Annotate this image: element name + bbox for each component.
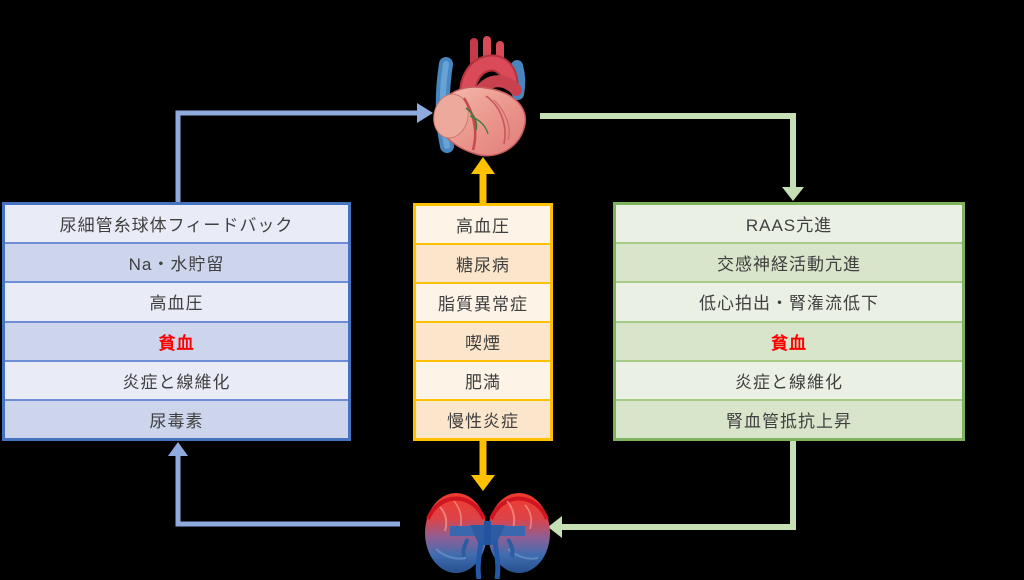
arrow-rightbox-to-kidneys <box>548 441 796 538</box>
list-item-label: 脂質異常症 <box>438 295 528 314</box>
renal-effects-box: 尿細管糸球体フィードバック Na・水貯留 高血圧 貧血 炎症と線維化 尿毒素 <box>2 202 351 441</box>
list-item-label: 喫煙 <box>465 334 501 353</box>
arrow-riskfactors-to-heart <box>471 157 495 203</box>
list-item: 貧血 <box>616 320 962 360</box>
list-item-label: 肥満 <box>465 373 501 392</box>
list-item-label: 高血圧 <box>149 294 204 314</box>
arrow-leftbox-to-heart <box>175 103 433 202</box>
list-item: 交感神経活動亢進 <box>616 242 962 282</box>
list-item-label: 貧血 <box>771 333 807 353</box>
list-item-label: 交感神経活動亢進 <box>717 255 861 275</box>
list-item-label: 腎血管抵抗上昇 <box>726 411 852 431</box>
list-item: 低心拍出・腎潅流低下 <box>616 281 962 321</box>
kidneys-icon <box>425 493 550 580</box>
list-item-label: 尿毒素 <box>149 411 204 431</box>
list-item-label: 低心拍出・腎潅流低下 <box>699 294 879 314</box>
list-item-label: 炎症と線維化 <box>122 372 231 392</box>
arrow-riskfactors-to-kidneys <box>471 441 495 491</box>
list-item: 炎症と線維化 <box>616 359 962 399</box>
arrow-kidneys-to-leftbox <box>168 442 400 527</box>
list-item: RAAS亢進 <box>616 205 962 243</box>
list-item: 脂質異常症 <box>416 282 550 321</box>
list-item: 高血圧 <box>416 206 550 243</box>
list-item-label: 炎症と線維化 <box>735 372 843 392</box>
list-item: 炎症と線維化 <box>5 359 348 399</box>
list-item: 腎血管抵抗上昇 <box>616 398 962 439</box>
list-item: Na・水貯留 <box>5 242 348 282</box>
list-item-label: RAAS亢進 <box>745 216 833 236</box>
list-item: 糖尿病 <box>416 243 550 282</box>
risk-factors-box: 高血圧 糖尿病 脂質異常症 喫煙 肥満 慢性炎症 <box>413 203 553 441</box>
list-item: 尿細管糸球体フィードバック <box>5 205 348 243</box>
arrow-heart-to-rightbox <box>540 113 804 201</box>
list-item: 尿毒素 <box>5 398 348 439</box>
list-item: 貧血 <box>5 320 348 360</box>
list-item: 喫煙 <box>416 321 550 360</box>
heart-icon <box>433 36 527 157</box>
list-item: 高血圧 <box>5 281 348 321</box>
list-item: 慢性炎症 <box>416 399 550 438</box>
list-item-label: 尿細管糸球体フィードバック <box>59 216 294 236</box>
cardiac-effects-box: RAAS亢進 交感神経活動亢進 低心拍出・腎潅流低下 貧血 炎症と線維化 腎血管… <box>613 202 965 441</box>
list-item: 肥満 <box>416 360 550 399</box>
list-item-label: 慢性炎症 <box>447 412 519 431</box>
list-item-label: Na・水貯留 <box>128 255 225 275</box>
list-item-label: 糖尿病 <box>456 256 510 275</box>
list-item-label: 高血圧 <box>456 217 510 236</box>
list-item-label: 貧血 <box>158 333 195 353</box>
